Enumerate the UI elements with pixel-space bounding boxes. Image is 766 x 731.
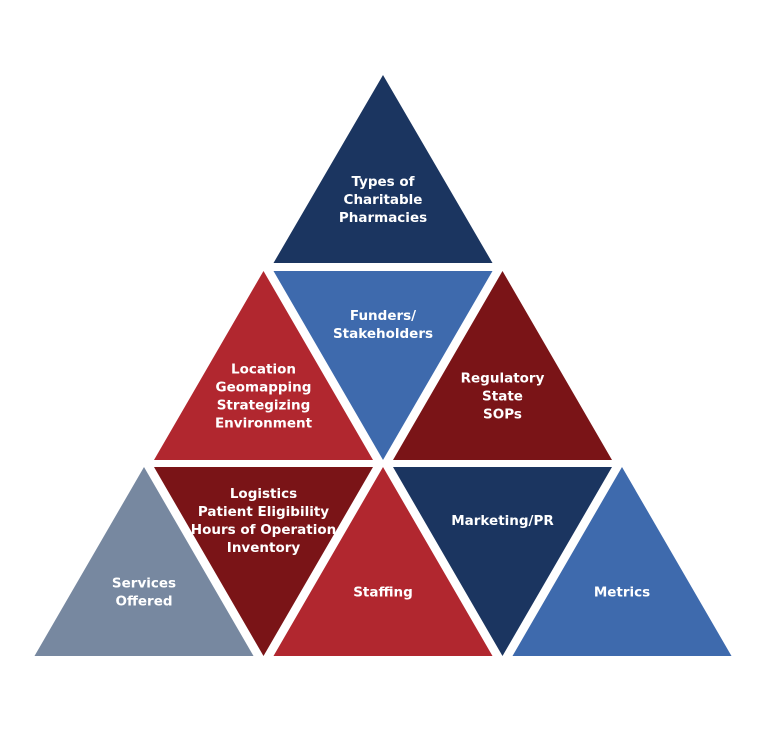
label-line: Marketing/PR bbox=[451, 513, 554, 529]
triangle-funders-stakeholders bbox=[273, 271, 493, 460]
label-line: Strategizing bbox=[217, 398, 311, 414]
label-staffing: Staffing bbox=[353, 585, 413, 601]
label-line: Inventory bbox=[227, 540, 301, 556]
label-line: Services bbox=[112, 576, 176, 592]
triangle-marketing-pr bbox=[393, 467, 612, 656]
label-metrics: Metrics bbox=[594, 585, 650, 601]
triangle-staffing bbox=[273, 467, 493, 656]
triangle-location bbox=[154, 271, 373, 460]
label-line: Staffing bbox=[353, 585, 413, 601]
label-line: Geomapping bbox=[216, 380, 312, 396]
label-line: Stakeholders bbox=[333, 326, 433, 342]
label-line: Metrics bbox=[594, 585, 650, 601]
label-line: Pharmacies bbox=[339, 210, 427, 226]
label-line: SOPs bbox=[483, 407, 522, 423]
label-line: Offered bbox=[115, 594, 172, 610]
label-line: Environment bbox=[215, 416, 313, 432]
segment-staffing: Staffing bbox=[273, 467, 493, 656]
segment-funders-stakeholders: Funders/Stakeholders bbox=[273, 271, 493, 460]
label-line: State bbox=[482, 389, 523, 405]
triangle-services-offered bbox=[34, 467, 254, 656]
label-marketing-pr: Marketing/PR bbox=[451, 513, 554, 529]
triangle-regulatory bbox=[393, 271, 612, 460]
label-line: Location bbox=[231, 362, 296, 378]
label-funders-stakeholders: Funders/Stakeholders bbox=[333, 308, 433, 342]
label-line: Logistics bbox=[230, 486, 297, 502]
label-line: Funders/ bbox=[350, 308, 416, 324]
label-line: Regulatory bbox=[461, 371, 545, 387]
triangle-types-of-charitable-pharmacies bbox=[273, 75, 493, 263]
label-line: Charitable bbox=[344, 192, 423, 208]
triangle-metrics bbox=[512, 467, 732, 656]
label-line: Types of bbox=[351, 174, 414, 190]
label-line: Patient Eligibility bbox=[198, 504, 329, 520]
label-line: Hours of Operation bbox=[191, 522, 336, 538]
triangle-logistics bbox=[154, 467, 373, 656]
segment-marketing-pr: Marketing/PR bbox=[393, 467, 612, 656]
segment-metrics: Metrics bbox=[512, 467, 732, 656]
